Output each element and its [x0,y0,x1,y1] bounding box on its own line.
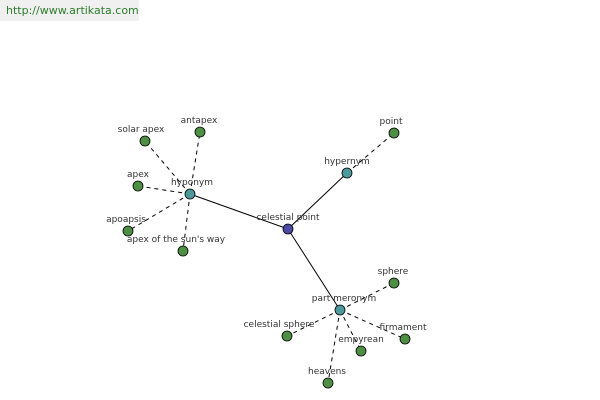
node-label: celestial point [256,213,320,223]
node-label: heavens [308,367,346,377]
node-label: sphere [378,267,409,277]
edge-hyponym-to-apex-suns-way [182,193,191,252]
node-celestial-point[interactable]: celestial point [256,213,320,235]
graph-edges [127,131,406,384]
node-sphere[interactable]: sphere [378,267,409,289]
node-marker[interactable] [355,345,367,357]
node-marker[interactable] [282,223,294,235]
source-url-banner[interactable]: http://www.artikata.com [0,0,139,21]
node-label: point [380,117,403,127]
graph-nodes: celestial point hyponym hypernym part meron… [106,116,427,389]
node-marker[interactable] [132,180,144,192]
edge-hyponym-to-antapex [189,131,201,195]
node-marker[interactable] [399,333,411,345]
node-point[interactable]: point [380,117,403,139]
node-marker[interactable] [322,377,334,389]
edge-celestial-point-to-hypernym [287,172,348,230]
node-part-meronym[interactable]: part meronym [312,294,376,316]
node-heavens[interactable]: heavens [308,367,346,389]
node-marker[interactable] [388,127,400,139]
edge-hyponym-to-solar-apex [144,140,191,195]
edge-hypernym-to-point [346,132,395,174]
node-antapex[interactable]: antapex [181,116,218,138]
node-marker[interactable] [341,167,353,179]
node-label: apoapsis [106,215,146,225]
node-apex[interactable]: apex [127,170,150,192]
edge-hyponym-to-apoapsis [127,193,191,232]
node-marker[interactable] [194,126,206,138]
node-label: celestial sphere [244,320,315,330]
node-label: firmament [379,323,427,333]
node-empyrean[interactable]: empyrean [338,335,384,357]
node-label: solar apex [118,125,165,135]
edge-celestial-point-to-part-meronym [287,228,341,311]
node-marker[interactable] [281,330,293,342]
node-hypernym[interactable]: hypernym [324,157,370,179]
node-marker[interactable] [139,135,151,147]
edge-hyponym-to-apex [137,185,191,195]
node-hyponym[interactable]: hyponym [171,178,213,200]
edge-part-meronym-to-sphere [339,282,395,311]
edge-celestial-point-to-hyponym [189,193,289,230]
edge-part-meronym-to-firmament [339,309,406,340]
node-apoapsis[interactable]: apoapsis [106,215,146,237]
node-label: part meronym [312,294,376,304]
node-label: antapex [181,116,218,126]
node-celestial-sphere[interactable]: celestial sphere [244,320,315,342]
node-marker[interactable] [177,245,189,257]
node-firmament[interactable]: firmament [379,323,427,345]
node-marker[interactable] [184,188,196,200]
node-marker[interactable] [334,304,346,316]
edge-part-meronym-to-celestial-sphere [286,309,341,337]
node-marker[interactable] [122,225,134,237]
node-label: hyponym [171,178,213,188]
node-label: apex of the sun's way [127,235,226,245]
node-marker[interactable] [388,277,400,289]
node-label: apex [127,170,150,180]
node-apex-suns-way[interactable]: apex of the sun's way [127,235,226,257]
node-label: hypernym [324,157,370,167]
node-solar-apex[interactable]: solar apex [118,125,165,147]
node-label: empyrean [338,335,384,345]
